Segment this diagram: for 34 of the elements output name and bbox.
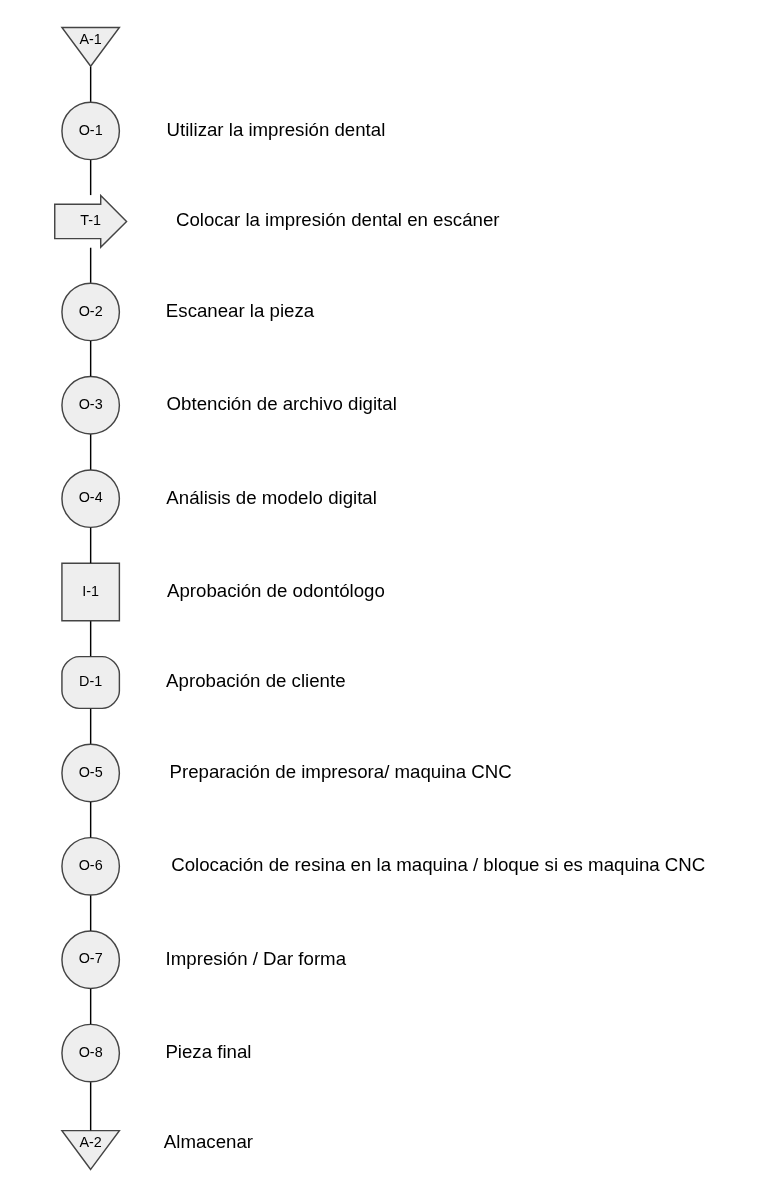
node-label: Pieza final [164, 1040, 251, 1062]
node-label: Aprobación de cliente [165, 670, 346, 692]
node-label: Aprobación de odontólogo [166, 579, 385, 601]
node-label: Preparación de impresora/ maquina CNC [168, 760, 512, 782]
node-circle: O-7 [60, 930, 120, 990]
node-circle: O-3 [60, 375, 120, 435]
connector [89, 527, 91, 564]
node-label: Escanear la pieza [165, 299, 314, 321]
connector [89, 708, 91, 745]
connector [89, 894, 91, 932]
node-circle: O-8 [60, 1023, 120, 1083]
node-box: D-1 [60, 655, 120, 710]
node-label: Colocación de resina en la maquina / bloque si es maquina CNC [170, 854, 705, 876]
connector [89, 1081, 91, 1132]
node-label: Colocar la impresión dental en escáner [175, 209, 499, 231]
connector [89, 66, 91, 103]
node-circle: O-5 [60, 743, 120, 803]
node-circle: O-2 [60, 282, 120, 342]
node-box: I-1 [60, 562, 120, 622]
node-label: Almacenar [163, 1131, 253, 1153]
node-label: Impresión / Dar forma [165, 947, 346, 969]
connector [89, 988, 91, 1025]
connector [89, 247, 91, 284]
node-circle: O-4 [60, 469, 120, 529]
connector [89, 620, 91, 657]
node-label: Obtención de archivo digital [166, 393, 397, 415]
node-label: Análisis de modelo digital [165, 486, 377, 508]
connector [89, 801, 91, 839]
node-label: Utilizar la impresión dental [166, 118, 385, 140]
node-circle: O-6 [60, 836, 120, 896]
node-circle: O-1 [60, 101, 120, 161]
connector [89, 159, 91, 196]
connector [89, 340, 91, 378]
connector [89, 433, 91, 471]
